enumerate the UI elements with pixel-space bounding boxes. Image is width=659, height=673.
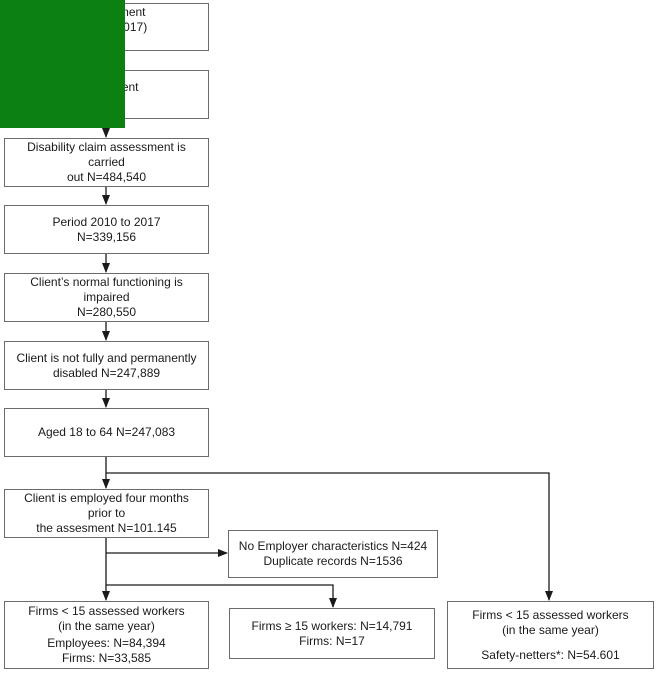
b12-line-3: Safety-netters*: N=54.601 [481,647,620,662]
b9-line-2: Duplicate records N=1536 [263,554,403,568]
box-large-firms: Firms ≥ 15 workers: N=14,791 Firms: N=17 [229,608,435,659]
box-exclusions: No Employer characteristics N=424 Duplic… [228,530,438,578]
b10-line-1: Firms < 15 assessed workers [28,604,185,618]
b5-line-1: Client’s normal functioning is impaired [30,275,183,304]
b4-line-2: N=339,156 [76,229,137,244]
b8-line-1: Client is employed four months prior to [24,491,189,520]
box-aged-18-64: Aged 18 to 64 N=247,083 [4,408,209,457]
b10-line-4: Firms: N=33,585 [61,651,152,665]
b7-line-1: Aged 18 to 64 N=247,083 [37,425,176,439]
b6-line-2: disabled N=247,889 [52,365,161,380]
b8-line-2: the assesment N=101.145 [36,521,177,535]
b10-line-3: Employees: N=84,394 [47,636,166,650]
box-functioning-impaired: Client’s normal functioning is impaired … [4,273,209,322]
b4-line-1: Period 2010 to 2017 [52,214,161,229]
b6-line-1: Client is not fully and permanently [16,350,197,365]
redaction-block [0,0,125,128]
box-employed-prior: Client is employed four months prior to … [4,489,209,538]
b5-line-2: N=280,550 [76,305,137,319]
b3-line-1: Disability claim assessment is carried [27,140,186,169]
b9-line-1: No Employer characteristics N=424 [238,539,428,553]
b3-line-2: out N=484,540 [66,170,147,184]
box-not-fully-disabled: Client is not fully and permanently disa… [4,341,209,390]
branch-large-firms [106,584,337,608]
branch-safety-netters [106,472,553,601]
box-small-firms-safety-netters: Firms < 15 assessed workers (in the same… [447,601,654,669]
b11-line-1: Firms ≥ 15 workers: N=14,791 [251,618,413,633]
b12-line-2: (in the same year) [502,622,599,637]
box-small-firms-employees: Firms < 15 assessed workers (in the same… [4,601,209,669]
b11-line-2: Firms: N=17 [299,633,365,648]
b10-line-2: (in the same year) [58,619,155,633]
box-claim-assessment-carried-out: Disability claim assessment is carried o… [4,138,209,187]
b12-line-1: Firms < 15 assessed workers [472,607,629,622]
box-period-2010-2017: Period 2010 to 2017 N=339,156 [4,205,209,254]
